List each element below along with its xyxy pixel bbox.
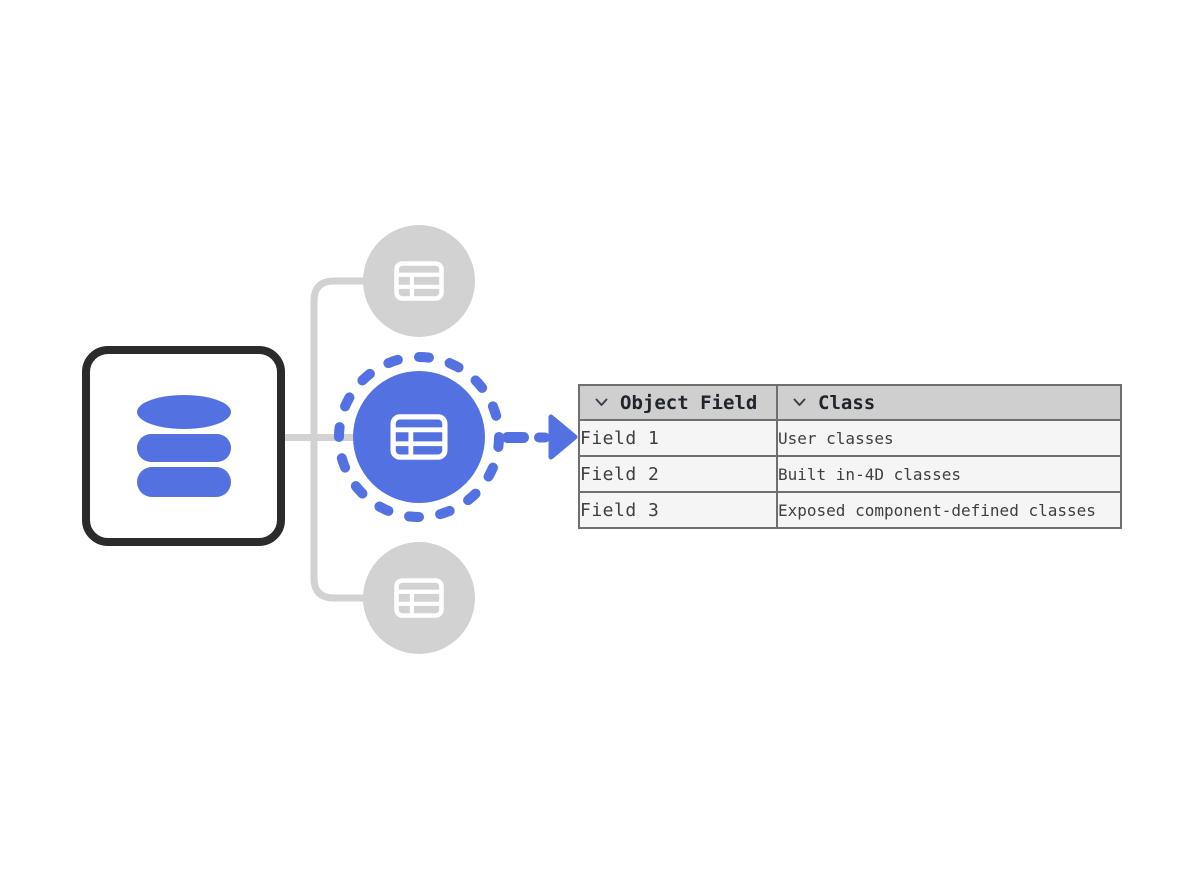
table-node-selected[interactable] [353, 371, 485, 503]
column-header-label: Object Field [620, 391, 758, 414]
field-name-cell: Field 3 [578, 491, 778, 529]
column-header-object-field[interactable]: Object Field [578, 384, 778, 421]
selection-dashed-ring-icon [334, 352, 504, 522]
table-node-top[interactable] [363, 225, 475, 337]
table-row: Field 3 Exposed component-defined classe… [578, 491, 1122, 529]
chevron-down-icon[interactable] [595, 398, 608, 407]
right-arrow-icon [534, 414, 578, 460]
class-name-cell: Built in-4D classes [776, 455, 1122, 493]
database-icon [136, 395, 231, 497]
ring-connector-stub [502, 432, 529, 443]
table-node-bottom[interactable] [363, 542, 475, 654]
column-header-label: Class [818, 391, 876, 414]
table-icon [394, 261, 444, 301]
class-name-cell: User classes [776, 419, 1122, 457]
table-header-row: Object Field Class [578, 384, 1122, 421]
table-icon [390, 414, 448, 460]
database-source-box [82, 346, 285, 546]
class-name-cell: Exposed component-defined classes [776, 491, 1122, 529]
field-name-cell: Field 1 [578, 419, 778, 457]
column-header-class[interactable]: Class [776, 384, 1122, 421]
classes-table: Object Field Class Field [578, 384, 1122, 529]
chevron-down-icon[interactable] [793, 398, 806, 407]
field-name-cell: Field 2 [578, 455, 778, 493]
table-row: Field 2 Built in-4D classes [578, 455, 1122, 493]
table-icon [394, 578, 444, 618]
table-row: Field 1 User classes [578, 419, 1122, 457]
